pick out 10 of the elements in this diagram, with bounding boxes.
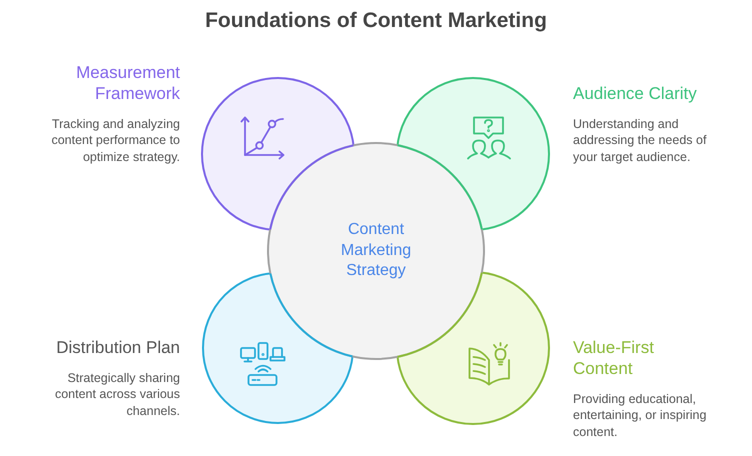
description-text: Providing educational, entertaining, or inspiring content. — [573, 390, 708, 440]
section-heading: Measurement Framework — [75, 62, 180, 104]
section-heading: Distribution Plan — [55, 336, 180, 358]
description-text: Strategically sharing content across various channels. — [54, 370, 180, 419]
description-text: Understanding and addressing the needs of your target audience. — [573, 116, 708, 165]
diagram-title: Foundations of Content Marketing — [205, 8, 547, 34]
section-heading: Audience Clarity — [573, 83, 698, 104]
description-text: Tracking and analyzing content performance to optimize strategy. — [50, 116, 180, 165]
section-heading: Value-First Content — [573, 336, 655, 378]
center-label: Content Marketing Strategy — [340, 220, 412, 281]
